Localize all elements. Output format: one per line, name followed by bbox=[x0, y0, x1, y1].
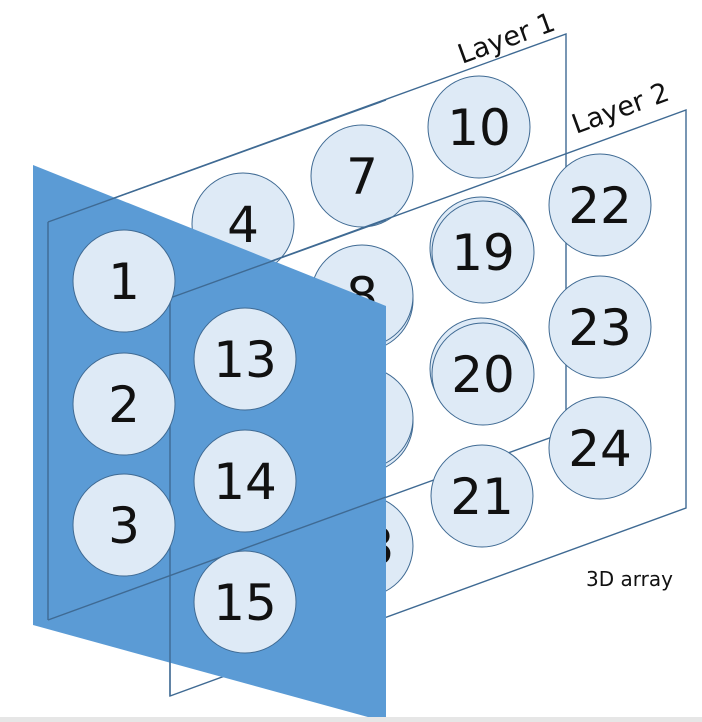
cell-24: 24 bbox=[548, 396, 652, 500]
svg-text:14: 14 bbox=[213, 453, 277, 511]
svg-text:15: 15 bbox=[213, 574, 277, 632]
svg-text:7: 7 bbox=[346, 148, 378, 206]
layer-1-bottom-edge-through-front bbox=[47, 496, 387, 621]
svg-text:24: 24 bbox=[568, 420, 632, 478]
diagram-caption: 3D array bbox=[586, 567, 673, 591]
layer-1-top-edge-through-front bbox=[47, 99, 387, 223]
svg-text:13: 13 bbox=[213, 331, 277, 389]
cell-7: 7 bbox=[310, 124, 414, 228]
layer-1-label: Layer 1 bbox=[454, 7, 560, 71]
svg-text:20: 20 bbox=[451, 346, 515, 404]
layer-2-label: Layer 2 bbox=[568, 77, 674, 141]
cell-19: 19 bbox=[431, 200, 535, 304]
cell-13: 13 bbox=[193, 307, 297, 411]
cell-22: 22 bbox=[548, 153, 652, 257]
layer-2-top-edge-through-front bbox=[169, 219, 387, 299]
svg-text:2: 2 bbox=[108, 376, 140, 434]
cell-20: 20 bbox=[431, 322, 535, 426]
svg-text:23: 23 bbox=[568, 299, 632, 357]
bottom-edge-strip bbox=[0, 717, 702, 722]
svg-text:4: 4 bbox=[227, 196, 259, 254]
svg-text:10: 10 bbox=[447, 99, 511, 157]
cell-14: 14 bbox=[193, 429, 297, 533]
cell-23: 23 bbox=[548, 275, 652, 379]
cell-2: 2 bbox=[72, 352, 176, 456]
svg-text:22: 22 bbox=[568, 177, 632, 235]
svg-text:19: 19 bbox=[451, 224, 515, 282]
cell-1: 1 bbox=[72, 229, 176, 333]
svg-text:21: 21 bbox=[450, 468, 514, 526]
svg-text:1: 1 bbox=[108, 253, 140, 311]
cell-15: 15 bbox=[193, 550, 297, 654]
cell-10: 10 bbox=[427, 75, 531, 179]
cell-21: 21 bbox=[430, 444, 534, 548]
cell-3: 3 bbox=[72, 473, 176, 577]
svg-text:3: 3 bbox=[108, 497, 140, 555]
